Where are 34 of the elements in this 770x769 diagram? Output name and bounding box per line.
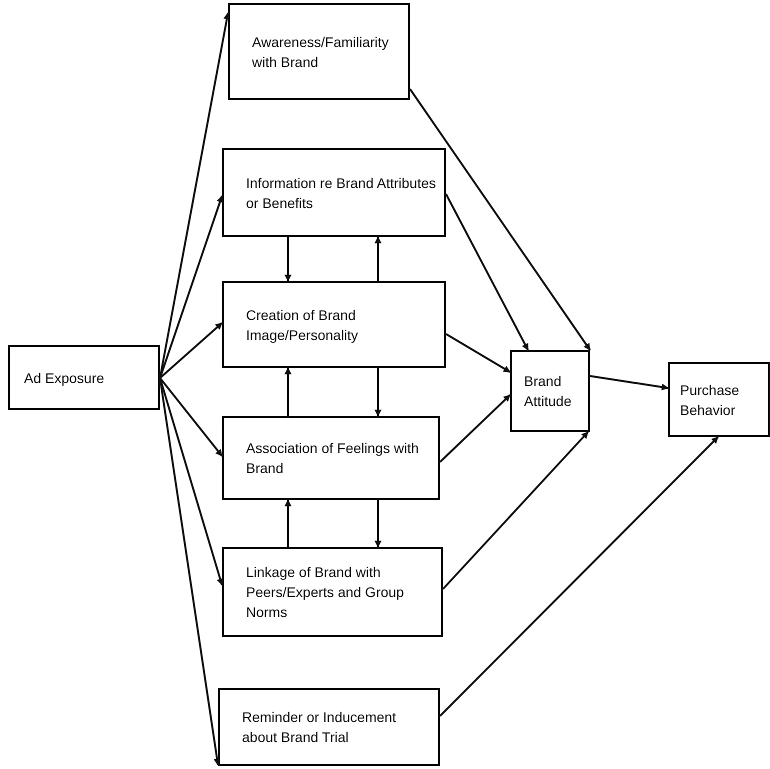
box-text: Ad Exposure [24, 368, 104, 388]
process-box [222, 281, 446, 368]
arrow [445, 194, 529, 351]
arrow [442, 431, 589, 590]
arrow [445, 333, 511, 373]
process-box [222, 416, 440, 500]
box-text: Association of Feelings with Brand [246, 439, 420, 478]
box-text: Awareness/Familiarity with Brand [252, 32, 390, 72]
box-text: Creation of Brand Image/Personality [246, 306, 360, 344]
box-text: Purchase Behavior [680, 380, 740, 420]
arrow [159, 377, 223, 457]
process-box [218, 688, 440, 766]
arrow [374, 368, 382, 417]
box-text: Information re Brand Attributes or Benefits [246, 174, 436, 212]
box-text: Reminder or Inducement about Brand Trial [242, 708, 398, 747]
arrow [374, 236, 382, 281]
arrow [284, 237, 292, 282]
arrow [284, 499, 292, 547]
process-box [228, 3, 410, 100]
arrow [159, 195, 224, 378]
outcome-box [510, 350, 590, 432]
box-text: Linkage of Brand with Peers/Experts and Group Norms [246, 563, 405, 622]
arrow [409, 88, 591, 351]
box-text: Brand Attitude [524, 372, 572, 411]
arrow [590, 375, 669, 390]
source-box [8, 345, 160, 410]
process-box [222, 148, 446, 237]
outcome-box [668, 362, 770, 437]
arrow [374, 500, 382, 548]
process-box [222, 547, 443, 637]
arrow [439, 394, 511, 463]
arrow [284, 367, 292, 416]
arrow [439, 436, 719, 717]
arrow [159, 322, 223, 379]
